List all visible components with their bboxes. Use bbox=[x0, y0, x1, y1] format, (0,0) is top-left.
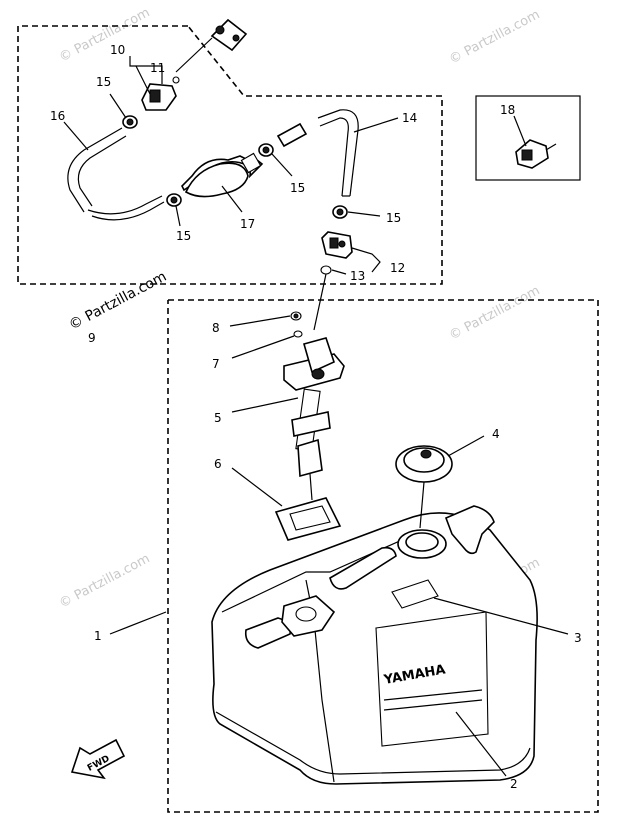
hose-clamp-icon bbox=[332, 205, 348, 219]
callout-18: 18 bbox=[500, 103, 515, 117]
callout-3: 3 bbox=[574, 631, 582, 645]
hose-clamp-icon bbox=[166, 193, 182, 207]
fuel-hose-16 bbox=[67, 127, 165, 221]
o-ring-13 bbox=[320, 265, 332, 275]
fuel-cap-4 bbox=[395, 445, 453, 483]
callout-11: 11 bbox=[150, 61, 165, 75]
callout-17: 17 bbox=[240, 217, 255, 231]
part-18-box bbox=[475, 95, 581, 181]
callout-15: 15 bbox=[290, 181, 305, 195]
fuel-hose-14 bbox=[276, 109, 359, 197]
callout-4: 4 bbox=[492, 427, 500, 441]
watermark: © Partzilla.com bbox=[447, 283, 543, 343]
hose-connector-10-11 bbox=[141, 76, 180, 111]
callout-2: 2 bbox=[510, 777, 518, 791]
callout-15: 15 bbox=[96, 75, 111, 89]
callout-labels: 10 11 15 16 15 17 15 14 15 12 13 18 9 8 … bbox=[50, 43, 582, 791]
callout-16: 16 bbox=[50, 109, 65, 123]
watermark-dark: © Partzilla.com bbox=[66, 269, 169, 334]
watermark: © Partzilla.com bbox=[57, 551, 153, 611]
connector-12 bbox=[321, 231, 353, 259]
fuel-tank-body: YAMAHA bbox=[211, 481, 538, 785]
hose-connector-top bbox=[175, 18, 248, 73]
callout-10: 10 bbox=[110, 43, 125, 57]
tank-box bbox=[167, 299, 599, 813]
hose-clamp-icon bbox=[258, 143, 274, 157]
fuel-pickup-5 bbox=[283, 337, 345, 501]
hose-clamp-icon bbox=[122, 115, 138, 129]
hose-assembly-box bbox=[17, 25, 443, 285]
callout-7: 7 bbox=[212, 357, 220, 371]
callout-13: 13 bbox=[350, 269, 365, 283]
part-18-fitting bbox=[515, 139, 557, 169]
watermark: © Partzilla.com bbox=[57, 5, 153, 65]
screw-8 bbox=[290, 311, 302, 321]
callout-15: 15 bbox=[386, 211, 401, 225]
guide-line bbox=[313, 273, 327, 331]
washer-7 bbox=[293, 330, 303, 338]
callout-12: 12 bbox=[390, 261, 405, 275]
primer-bulb-17 bbox=[181, 152, 264, 198]
callout-6: 6 bbox=[214, 457, 222, 471]
callout-8: 8 bbox=[212, 321, 220, 335]
callout-15: 15 bbox=[176, 229, 191, 243]
gasket-6 bbox=[274, 497, 342, 541]
callout-5: 5 bbox=[214, 411, 222, 425]
fwd-arrow-icon: FWD bbox=[70, 738, 126, 780]
leader-lines bbox=[63, 56, 569, 777]
callout-9: 9 bbox=[88, 331, 96, 345]
callout-1: 1 bbox=[94, 629, 102, 643]
watermark: © Partzilla.com bbox=[447, 7, 543, 67]
callout-14: 14 bbox=[402, 111, 417, 125]
